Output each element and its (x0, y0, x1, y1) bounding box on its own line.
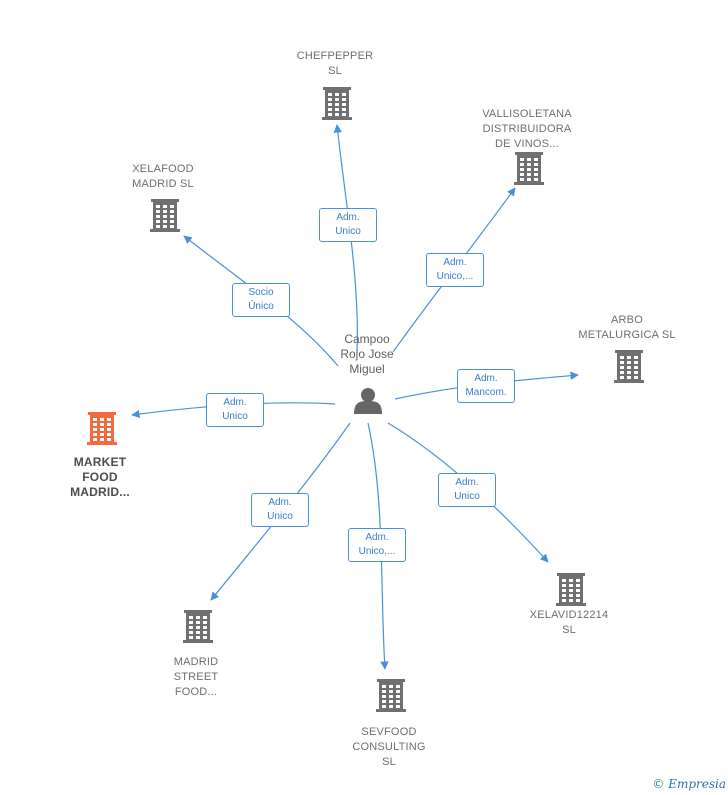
building-icon-xelavid[interactable] (556, 573, 586, 606)
edge-label-xelafood[interactable]: Socio Único (232, 283, 290, 317)
building-icon-vallisoletana[interactable] (514, 152, 544, 185)
copyright-icon: © (652, 777, 665, 791)
building-icon-madrid-street[interactable] (183, 610, 213, 643)
person-icon[interactable] (354, 388, 382, 414)
company-label-xelafood[interactable]: XELAFOOD MADRID SL (132, 163, 194, 190)
company-label-madrid-street[interactable]: MADRID STREET FOOD... (173, 656, 219, 698)
brand-credit[interactable]: © Empresia (652, 777, 726, 791)
company-label-vallisoletana[interactable]: VALLISOLETANA DISTRIBUIDORA DE VINOS... (482, 108, 572, 150)
company-label-sevfood[interactable]: SEVFOOD CONSULTING SL (352, 726, 426, 768)
company-label-arbo[interactable]: ARBO METALURGICA SL (578, 314, 676, 341)
building-icon-chefpepper[interactable] (322, 87, 352, 120)
edge-label-vallisoletana[interactable]: Adm. Unico,... (426, 253, 484, 287)
edge-label-arbo[interactable]: Adm. Mancom. (457, 369, 515, 403)
company-label-chefpepper[interactable]: CHEFPEPPER SL (296, 50, 374, 77)
building-icon-arbo[interactable] (614, 350, 644, 383)
building-icon-sevfood[interactable] (376, 679, 406, 712)
building-icon-market-food[interactable] (87, 412, 117, 445)
company-label-xelavid[interactable]: XELAVID12214 SL (529, 609, 609, 636)
building-icon-xelafood[interactable] (150, 199, 180, 232)
brand-name: Empresia (668, 777, 726, 791)
company-label-market-food[interactable]: MARKET FOOD MADRID... (70, 455, 130, 499)
edge-label-sevfood[interactable]: Adm. Unico,... (348, 528, 406, 562)
edge-label-madrid-street[interactable]: Adm. Unico (251, 493, 309, 527)
person-label[interactable]: Campoo Rojo Jose Miguel (340, 332, 394, 376)
edge-label-market-food[interactable]: Adm. Unico (206, 393, 264, 427)
edge-label-chefpepper[interactable]: Adm. Unico (319, 208, 377, 242)
edge-label-xelavid[interactable]: Adm. Unico (438, 473, 496, 507)
